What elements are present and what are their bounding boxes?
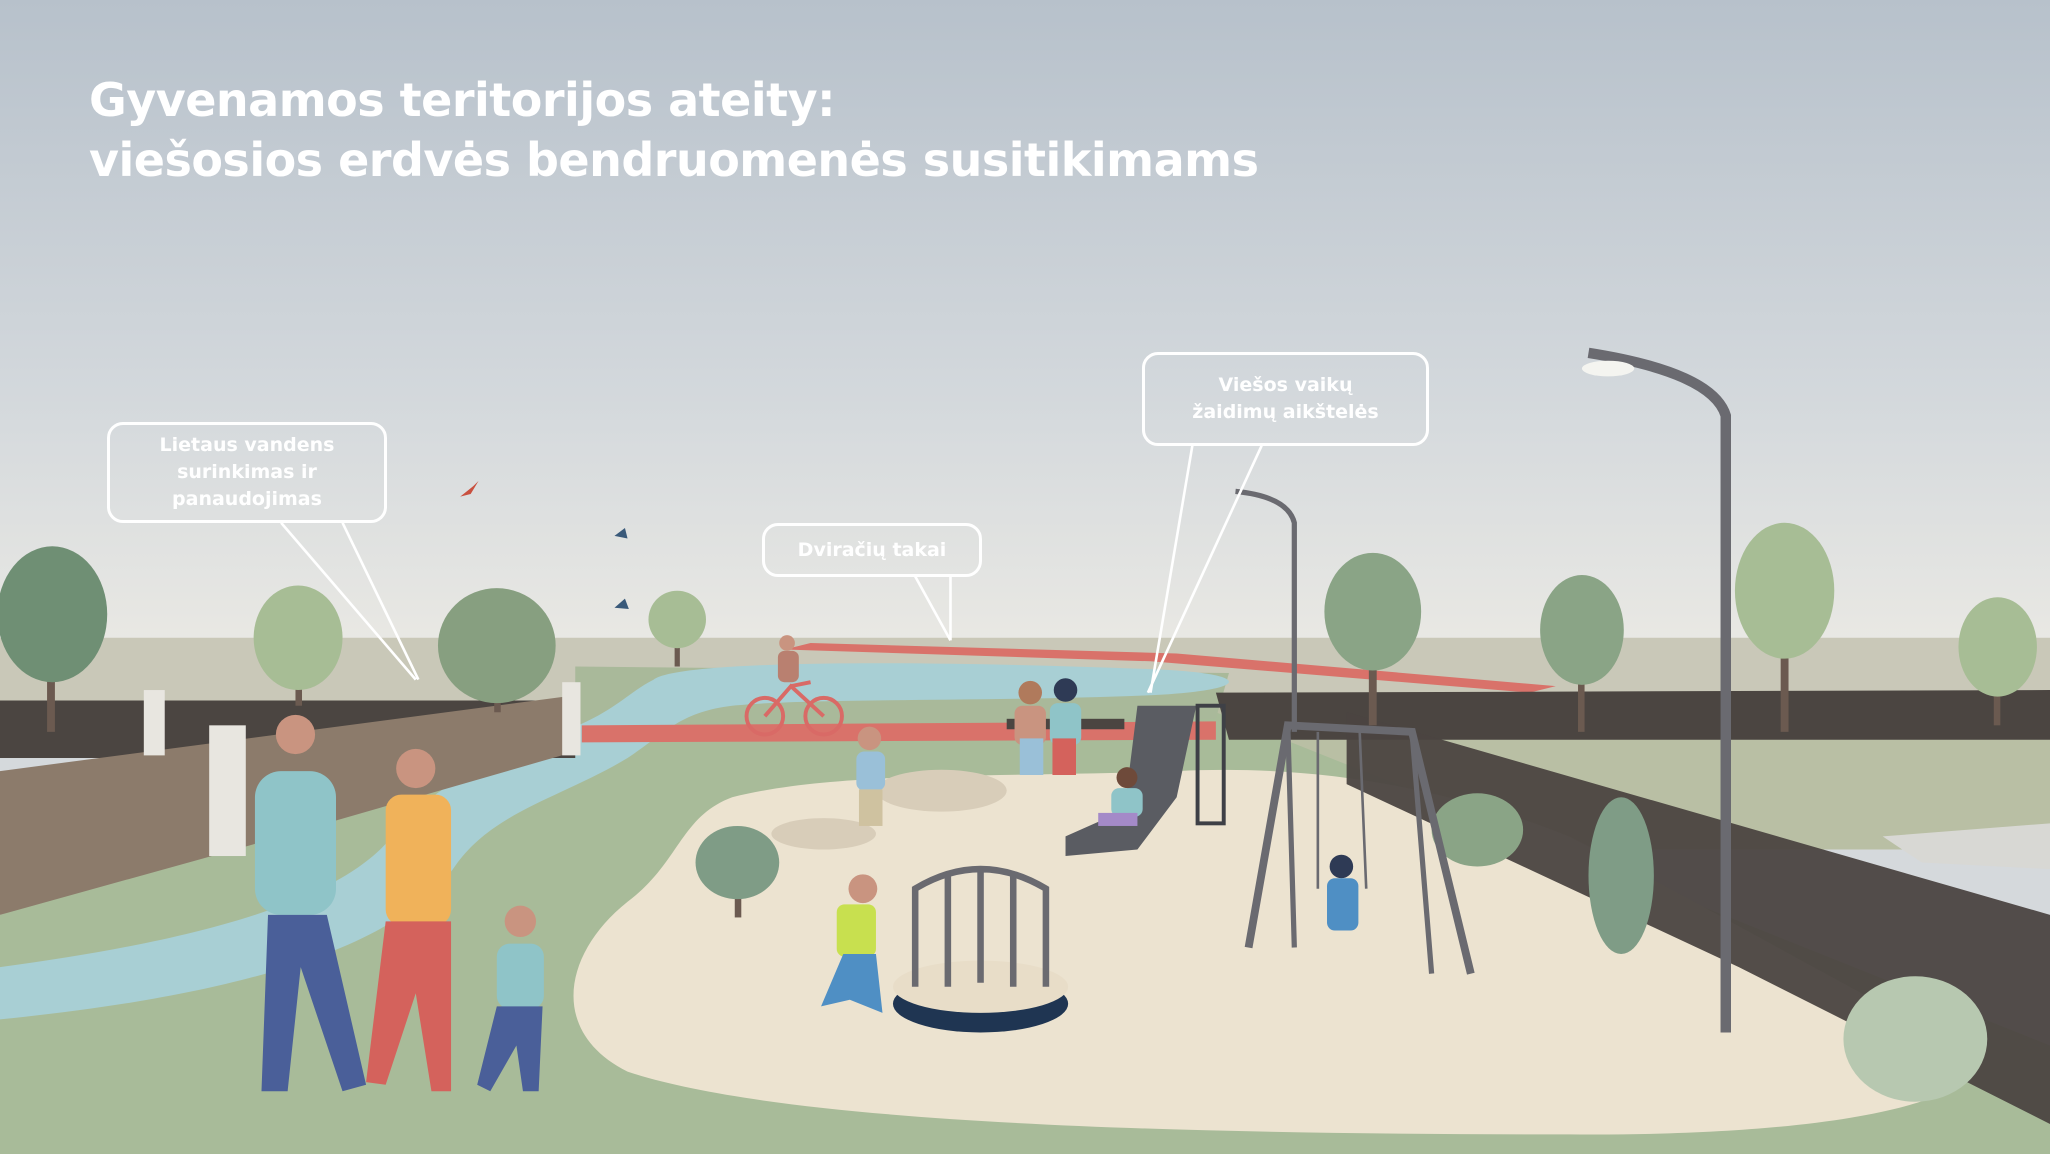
carousel-top <box>892 960 1069 1013</box>
people <box>254 678 1359 1092</box>
right-paving <box>1882 823 2050 870</box>
callout-text: panaudojimas <box>172 488 322 510</box>
callout-text: Viešos vaikų <box>1218 374 1353 396</box>
swing-set <box>1244 721 1475 975</box>
callout-text: surinkimas ir <box>177 461 317 483</box>
sky <box>0 0 2050 654</box>
title-line-1: Gyvenamos teritorijos ateity: <box>89 73 835 127</box>
title-line-2: viešosios erdvės bendruomenės susitikima… <box>89 133 1259 187</box>
street-lamps <box>1235 347 1731 1033</box>
birds <box>460 480 629 610</box>
playground-sand <box>573 769 1974 1135</box>
callout-text: Lietaus vandens <box>159 434 335 456</box>
back-fence-right <box>1215 690 2050 740</box>
callout-bike-paths: Dviračių takai <box>762 523 982 577</box>
fence-pillar <box>562 682 581 756</box>
callout-text: žaidimų aikštelės <box>1192 401 1379 423</box>
bike-path-back <box>784 642 1556 693</box>
lamp-head <box>1581 360 1635 377</box>
callout-pointers <box>280 445 1263 694</box>
page-title: Gyvenamos teritorijos ateity: viešosios … <box>89 70 1259 190</box>
callout-playgrounds: Viešos vaikų žaidimų aikštelės <box>1142 352 1429 446</box>
callout-rainwater: Lietaus vandens surinkimas ir panaudojim… <box>107 422 387 523</box>
sand-mound <box>875 769 1007 812</box>
cyclist-head <box>779 635 795 651</box>
carousel-frame <box>911 865 1050 987</box>
slide-ladder <box>1195 703 1226 826</box>
fence-pillar <box>209 725 246 857</box>
callout-text: Dviračių takai <box>797 538 947 561</box>
cyclist-body <box>777 650 799 683</box>
sand-mound <box>771 818 876 850</box>
trees <box>0 522 2037 1102</box>
fence-pillar <box>143 690 165 756</box>
cyclist <box>744 680 844 737</box>
